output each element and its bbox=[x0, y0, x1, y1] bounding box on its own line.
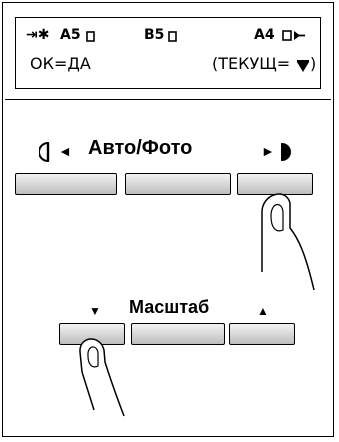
lcd-paper-row: ⇥✱ A5 B5 A4 bbox=[26, 27, 312, 47]
contrast-lighter-button[interactable] bbox=[15, 173, 117, 195]
current-setting-text: (ТЕКУЩ= bbox=[212, 54, 291, 73]
zoom-down-arrow-icon: ▼ bbox=[89, 304, 101, 318]
auto-photo-button[interactable] bbox=[125, 173, 231, 195]
paper-a4-label: A4 bbox=[254, 27, 275, 43]
finger-pressing-contrast-darker-icon bbox=[261, 193, 315, 291]
ok-yes-text: ОК=ДА bbox=[30, 54, 91, 73]
right-arrow-icon: ► bbox=[261, 143, 275, 159]
zoom-reset-button[interactable] bbox=[131, 323, 225, 345]
small-paper-icon bbox=[86, 30, 95, 46]
left-arrow-asterisk-icon: ⇥✱ bbox=[26, 27, 50, 43]
lighter-contrast-icon bbox=[38, 141, 53, 168]
paper-a5-label: A5 bbox=[60, 27, 81, 43]
paper-b5-label: B5 bbox=[144, 27, 165, 43]
auto-photo-label: Авто/Фото bbox=[88, 137, 193, 159]
lcd-display: ⇥✱ A5 B5 A4 ОК=ДА (ТЕКУЩ= bbox=[15, 17, 321, 89]
left-arrow-icon: ◄ bbox=[58, 143, 72, 159]
current-setting-close: ) bbox=[310, 54, 317, 73]
lcd-prompt-row: ОК=ДА (ТЕКУЩ= ) bbox=[26, 54, 316, 77]
small-paper-icon bbox=[168, 30, 177, 46]
finger-pressing-zoom-down-icon bbox=[79, 338, 125, 417]
zoom-up-button[interactable] bbox=[229, 323, 295, 345]
zoom-label: Масштаб bbox=[129, 297, 210, 317]
divider bbox=[5, 99, 331, 100]
zoom-up-arrow-icon: ▲ bbox=[257, 304, 269, 318]
darker-contrast-icon bbox=[279, 141, 293, 168]
down-triangle-icon bbox=[296, 58, 310, 77]
paper-arrow-icon bbox=[282, 30, 306, 46]
